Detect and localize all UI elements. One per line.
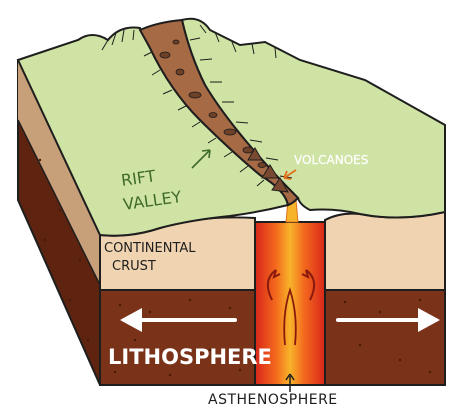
front-lithosphere-right <box>325 290 445 385</box>
continental-crust-label-line2: CRUST <box>112 259 156 274</box>
volcanoes-label: VOLCANOES <box>294 153 368 167</box>
front-lithosphere-left <box>100 290 255 385</box>
lithosphere-label: LITHOSPHERE <box>108 345 272 369</box>
continental-crust-label-line1: CONTINENTAL <box>104 241 196 256</box>
asthenosphere-label: ASTHENOSPHERE <box>208 392 338 408</box>
front-crust-band-right <box>325 212 445 290</box>
